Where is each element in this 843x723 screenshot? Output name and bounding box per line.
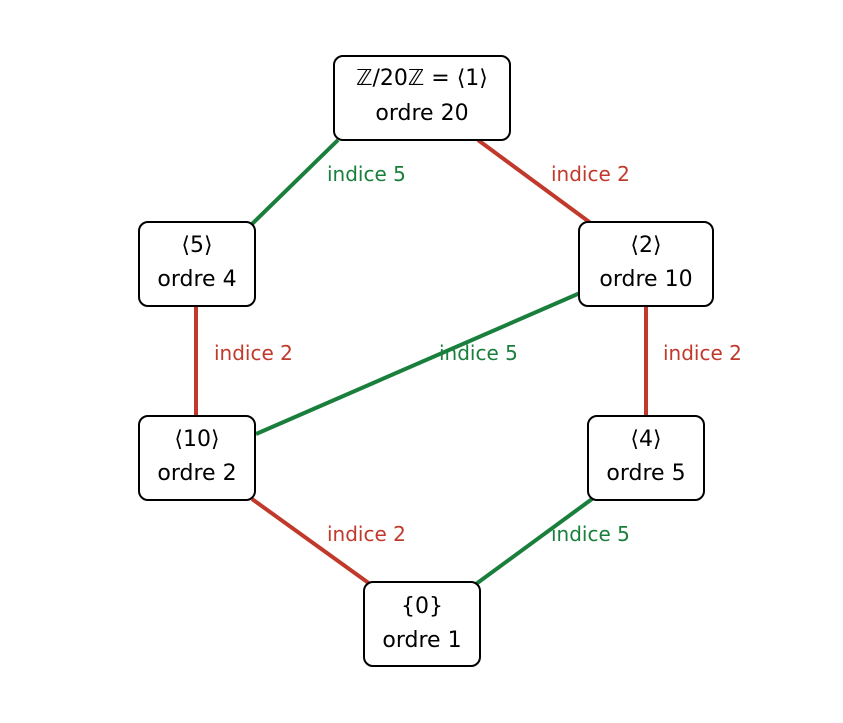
node-box	[363, 581, 481, 667]
edge-midright-bottom	[474, 497, 594, 586]
edge-label-left-midleft: indice 2	[214, 341, 293, 365]
node-order-label: ordre 4	[157, 267, 236, 292]
node-order-label: ordre 20	[375, 101, 468, 126]
node-box	[138, 415, 256, 501]
node-midleft: ⟨10⟩ ordre 2	[138, 415, 256, 501]
edge-right-midleft	[255, 291, 581, 436]
node-top: ℤ/20ℤ = ⟨1⟩ ordre 20	[333, 55, 511, 141]
edge-label-top-left: indice 5	[327, 162, 406, 186]
node-left: ⟨5⟩ ordre 4	[138, 221, 256, 307]
edge-label-top-right: indice 2	[551, 162, 630, 186]
node-order-label: ordre 10	[599, 267, 692, 292]
node-subgroup-label: {0}	[401, 594, 443, 619]
node-order-label: ordre 5	[606, 461, 685, 486]
edge-midleft-bottom	[250, 497, 372, 586]
node-subgroup-label: ℤ/20ℤ = ⟨1⟩	[356, 66, 488, 91]
node-subgroup-label: ⟨5⟩	[181, 233, 212, 258]
edge-label-right-midleft: indice 5	[439, 341, 518, 365]
node-box	[587, 415, 705, 501]
edge-label-midright-bottom: indice 5	[551, 522, 630, 546]
node-box	[138, 221, 256, 307]
node-subgroup-label: ⟨10⟩	[174, 427, 219, 452]
node-order-label: ordre 1	[382, 628, 461, 653]
edge-label-right-midright: indice 2	[663, 341, 742, 365]
edge-top-left	[250, 138, 340, 226]
node-order-label: ordre 2	[157, 461, 236, 486]
edge-labels: indice 5 indice 2 indice 2 indice 5 indi…	[214, 162, 742, 546]
node-bottom: {0} ordre 1	[363, 581, 481, 667]
node-box	[333, 55, 511, 141]
edges	[194, 138, 648, 586]
node-subgroup-label: ⟨4⟩	[630, 427, 661, 452]
node-right: ⟨2⟩ ordre 10	[578, 221, 714, 307]
edge-label-midleft-bottom: indice 2	[327, 522, 406, 546]
node-midright: ⟨4⟩ ordre 5	[587, 415, 705, 501]
edge-top-right	[476, 138, 594, 226]
node-subgroup-label: ⟨2⟩	[630, 233, 661, 258]
node-box	[578, 221, 714, 307]
